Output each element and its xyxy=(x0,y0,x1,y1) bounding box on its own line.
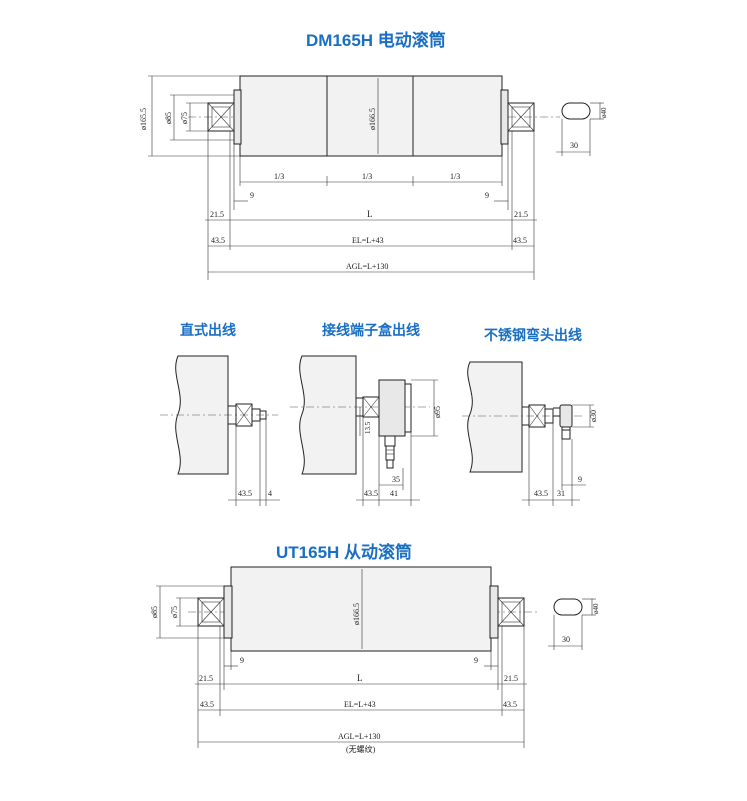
dim-idler-43-5-left: 43.5 xyxy=(200,700,214,709)
dim-idler-L: L xyxy=(357,673,363,683)
title-stainless-elbow-outlet: 不锈钢弯头出线 xyxy=(484,327,582,343)
dim-third-2: 1/3 xyxy=(362,172,372,181)
dim-idler-9-left: 9 xyxy=(240,656,244,665)
dim-motor-21-5-left: 21.5 xyxy=(210,210,224,219)
title-straight-outlet: 直式出线 xyxy=(180,322,236,338)
dim-motor-L: L xyxy=(367,209,373,219)
idler-drum-drawing: ø85 ø75 ø166.5 9 9 21.5 21.5 L 43.5 43.5… xyxy=(150,566,600,754)
straight-outlet-drawing: 43.5 4 xyxy=(160,355,280,506)
elbow-fitting xyxy=(559,404,573,428)
dim-idler-dia-85: ø85 xyxy=(150,606,159,618)
dim-third-1: 1/3 xyxy=(274,172,284,181)
dim-motor-43-5-left: 43.5 xyxy=(211,236,225,245)
dim-motor-9-right: 9 xyxy=(485,191,489,200)
dim-box-43-5: 43.5 xyxy=(364,489,378,498)
left-shaft xyxy=(207,102,235,132)
dim-idler-EL: EL=L+43 xyxy=(344,700,376,709)
dim-motor-EL: EL=L+43 xyxy=(352,236,384,245)
stainless-elbow-outlet-drawing: ø30 9 43.5 31 xyxy=(462,361,598,506)
idler-shell xyxy=(230,566,492,652)
dim-motor-9-left: 9 xyxy=(250,191,254,200)
dim-motor-shaft-dia: ø40 xyxy=(600,107,608,118)
dim-idler-note: (无螺纹) xyxy=(346,744,376,754)
junction-box-outlet-drawing: ø95 13.5 35 43.5 41 xyxy=(290,355,442,506)
dim-idler-43-5-right: 43.5 xyxy=(503,700,517,709)
dim-motor-outer-dia: ø165.5 xyxy=(139,108,148,130)
dim-idler-shell-dia: ø166.5 xyxy=(352,603,361,625)
title-motorized-drum: DM165H 电动滚筒 xyxy=(306,31,446,50)
title-idler-drum: UT165H 从动滚筒 xyxy=(276,543,413,562)
dim-idler-AGL: AGL=L+130 xyxy=(338,732,380,741)
dim-third-3: 1/3 xyxy=(450,172,460,181)
dim-idler-21-5-left: 21.5 xyxy=(199,674,213,683)
idler-left-shaft xyxy=(197,597,225,627)
dim-box-dia-95: ø95 xyxy=(433,406,442,418)
idler-right-shaft xyxy=(497,597,525,627)
dim-elbow-31: 31 xyxy=(557,489,565,498)
dim-box-41: 41 xyxy=(390,489,398,498)
dim-idler-9-right: 9 xyxy=(474,656,478,665)
dim-straight-43-5: 43.5 xyxy=(238,489,252,498)
dim-motor-shell-dia: ø166.5 xyxy=(368,108,377,130)
junction-box xyxy=(378,379,406,437)
dim-elbow-43-5: 43.5 xyxy=(534,489,548,498)
dim-motor-dia-85: ø85 xyxy=(164,112,173,124)
dim-motor-21-5-right: 21.5 xyxy=(514,210,528,219)
right-shaft xyxy=(507,102,535,132)
dim-idler-21-5-right: 21.5 xyxy=(504,674,518,683)
dim-motor-43-5-right: 43.5 xyxy=(513,236,527,245)
dim-motor-shaft-len: 30 xyxy=(570,141,578,150)
dim-straight-4: 4 xyxy=(268,489,272,498)
dim-motor-dia-75: ø75 xyxy=(180,112,189,124)
motorized-shell xyxy=(239,75,503,157)
motor-shaft-end-view xyxy=(561,102,591,120)
dim-idler-shaft-len: 30 xyxy=(562,635,570,644)
dim-idler-shaft-dia: ø40 xyxy=(592,603,600,614)
dim-idler-dia-75: ø75 xyxy=(170,606,179,618)
dim-box-35: 35 xyxy=(392,475,400,484)
motorized-drum-drawing: ø165.5 ø85 ø75 ø166.5 1/3 1/3 1/3 9 9 21… xyxy=(139,75,608,280)
dim-motor-AGL: AGL=L+130 xyxy=(346,262,388,271)
dim-box-13-5: 13.5 xyxy=(364,421,372,434)
idler-shaft-end-view xyxy=(553,598,583,616)
title-junction-box-outlet: 接线端子盒出线 xyxy=(322,322,420,338)
dim-elbow-dia-30: ø30 xyxy=(589,410,598,422)
dim-elbow-9: 9 xyxy=(578,475,582,484)
